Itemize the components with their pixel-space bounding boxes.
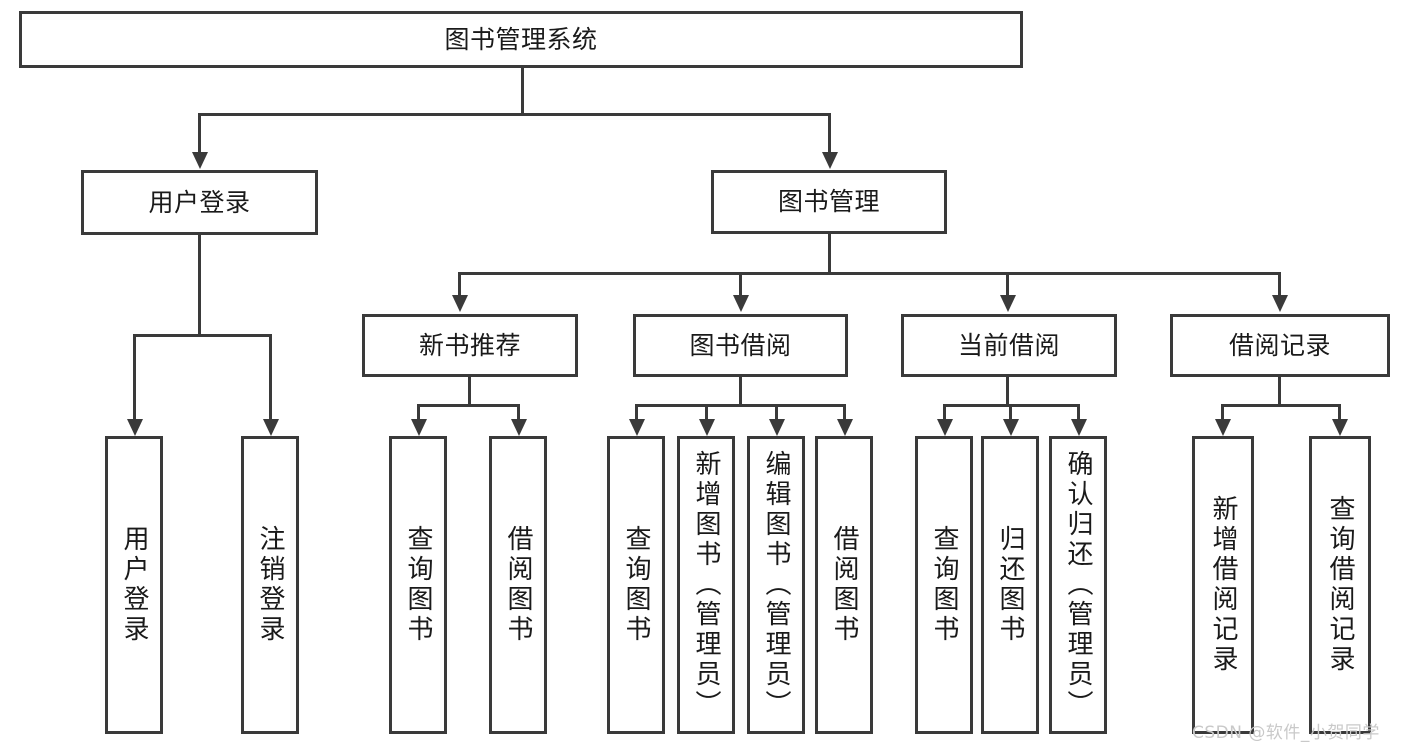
connector-current-borrow-leaf-2 (1009, 404, 1012, 420)
connector-user-login-stem (198, 235, 201, 335)
connector-book-manage-to-borrow-record (1278, 272, 1281, 296)
arrowhead-root-to-book-manage (822, 152, 838, 169)
arrowhead-borrow-record-leaf-1 (1215, 419, 1231, 436)
node-label: 当前借阅 (957, 330, 1060, 360)
node-label: 新增借阅记录 (1208, 495, 1238, 675)
leaf-current-borrow-query-book[interactable]: 查询图书 (915, 436, 973, 734)
connector-root-stem (521, 68, 524, 114)
connector-borrow-record-bus (1221, 404, 1341, 407)
node-label: 编辑图书（管理员） (761, 450, 791, 720)
arrowhead-borrow-record (1272, 295, 1288, 312)
connector-book-manage-bus (458, 272, 1281, 275)
arrowhead-book-borrow-leaf-4 (837, 419, 853, 436)
arrowhead-book-borrow-leaf-1 (629, 419, 645, 436)
watermark-csdn: CSDN @软件_小贺同学 (1192, 723, 1380, 743)
connector-book-borrow-leaf-2 (705, 404, 708, 420)
leaf-current-borrow-confirm-return-admin[interactable]: 确认归还（管理员） (1049, 436, 1107, 734)
connector-new-book-leaf-2 (517, 404, 520, 420)
node-label: 确认归还（管理员） (1063, 450, 1093, 720)
arrowhead-user-login-leaf-1 (127, 419, 143, 436)
node-label: 归还图书 (995, 525, 1025, 645)
leaf-book-borrow-query-book[interactable]: 查询图书 (607, 436, 665, 734)
node-label: 新书推荐 (418, 330, 521, 360)
node-label: 注销登录 (255, 525, 285, 645)
connector-book-manage-to-book-borrow (739, 272, 742, 296)
leaf-new-book-borrow-book[interactable]: 借阅图书 (489, 436, 547, 734)
connector-borrow-record-leaf-2 (1338, 404, 1341, 420)
arrowhead-root-to-user-login (192, 152, 208, 169)
connector-current-borrow-stem (1006, 377, 1009, 405)
node-current-borrow[interactable]: 当前借阅 (901, 314, 1117, 377)
node-label: 借阅图书 (503, 525, 533, 645)
connector-book-borrow-leaf-3 (775, 404, 778, 420)
node-book-borrow[interactable]: 图书借阅 (633, 314, 848, 377)
arrowhead-current-borrow-leaf-1 (937, 419, 953, 436)
connector-root-to-user-login (198, 113, 201, 153)
connector-user-login-bus (133, 334, 272, 337)
node-label: 查询图书 (403, 525, 433, 645)
node-borrow-record[interactable]: 借阅记录 (1170, 314, 1390, 377)
connector-book-borrow-leaf-4 (843, 404, 846, 420)
connector-new-book-stem (468, 377, 471, 405)
leaf-book-borrow-add-book-admin[interactable]: 新增图书（管理员） (677, 436, 735, 734)
leaf-borrow-record-query-record[interactable]: 查询借阅记录 (1309, 436, 1371, 734)
leaf-borrow-record-add-record[interactable]: 新增借阅记录 (1192, 436, 1254, 734)
connector-borrow-record-stem (1278, 377, 1281, 405)
connector-current-borrow-leaf-3 (1077, 404, 1080, 420)
node-label: 借阅图书 (829, 525, 859, 645)
node-label: 借阅记录 (1228, 330, 1331, 360)
leaf-user-login-logout[interactable]: 注销登录 (241, 436, 299, 734)
leaf-book-borrow-borrow-book[interactable]: 借阅图书 (815, 436, 873, 734)
node-label: 图书管理 (777, 187, 880, 217)
node-label: 查询图书 (621, 525, 651, 645)
connector-book-borrow-bus (635, 404, 846, 407)
node-label: 查询图书 (929, 525, 959, 645)
connector-root-bus (198, 113, 831, 116)
connector-borrow-record-leaf-1 (1221, 404, 1224, 420)
arrowhead-user-login-leaf-2 (263, 419, 279, 436)
node-book-management[interactable]: 图书管理 (711, 170, 947, 234)
connector-book-manage-to-new-book (458, 272, 461, 296)
connector-book-borrow-stem (739, 377, 742, 405)
connector-root-to-book-manage (828, 113, 831, 153)
connector-new-book-leaf-1 (417, 404, 420, 420)
arrowhead-new-book-leaf-1 (411, 419, 427, 436)
node-user-login[interactable]: 用户登录 (81, 170, 318, 235)
node-label: 查询借阅记录 (1325, 495, 1355, 675)
arrowhead-borrow-record-leaf-2 (1332, 419, 1348, 436)
connector-book-manage-to-current-borrow (1006, 272, 1009, 296)
node-label: 图书借阅 (689, 330, 792, 360)
leaf-book-borrow-edit-book-admin[interactable]: 编辑图书（管理员） (747, 436, 805, 734)
node-root-system[interactable]: 图书管理系统 (19, 11, 1023, 68)
connector-new-book-bus (417, 404, 520, 407)
node-new-book-recommend[interactable]: 新书推荐 (362, 314, 578, 377)
arrowhead-book-borrow-leaf-2 (699, 419, 715, 436)
arrowhead-current-borrow-leaf-3 (1071, 419, 1087, 436)
leaf-current-borrow-return-book[interactable]: 归还图书 (981, 436, 1039, 734)
node-label: 用户登录 (119, 525, 149, 645)
connector-user-login-to-leaf-2 (269, 334, 272, 420)
leaf-new-book-query-book[interactable]: 查询图书 (389, 436, 447, 734)
node-label: 图书管理系统 (444, 24, 598, 54)
leaf-user-login-login[interactable]: 用户登录 (105, 436, 163, 734)
arrowhead-current-borrow-leaf-2 (1003, 419, 1019, 436)
arrowhead-new-book-leaf-2 (511, 419, 527, 436)
connector-user-login-to-leaf-1 (133, 334, 136, 420)
connector-current-borrow-leaf-1 (943, 404, 946, 420)
arrowhead-book-borrow-leaf-3 (769, 419, 785, 436)
node-label: 用户登录 (148, 187, 251, 217)
arrowhead-book-borrow (733, 295, 749, 312)
node-label: 新增图书（管理员） (691, 450, 721, 720)
arrowhead-new-book (452, 295, 468, 312)
connector-book-manage-stem (828, 234, 831, 273)
connector-book-borrow-leaf-1 (635, 404, 638, 420)
arrowhead-current-borrow (1000, 295, 1016, 312)
